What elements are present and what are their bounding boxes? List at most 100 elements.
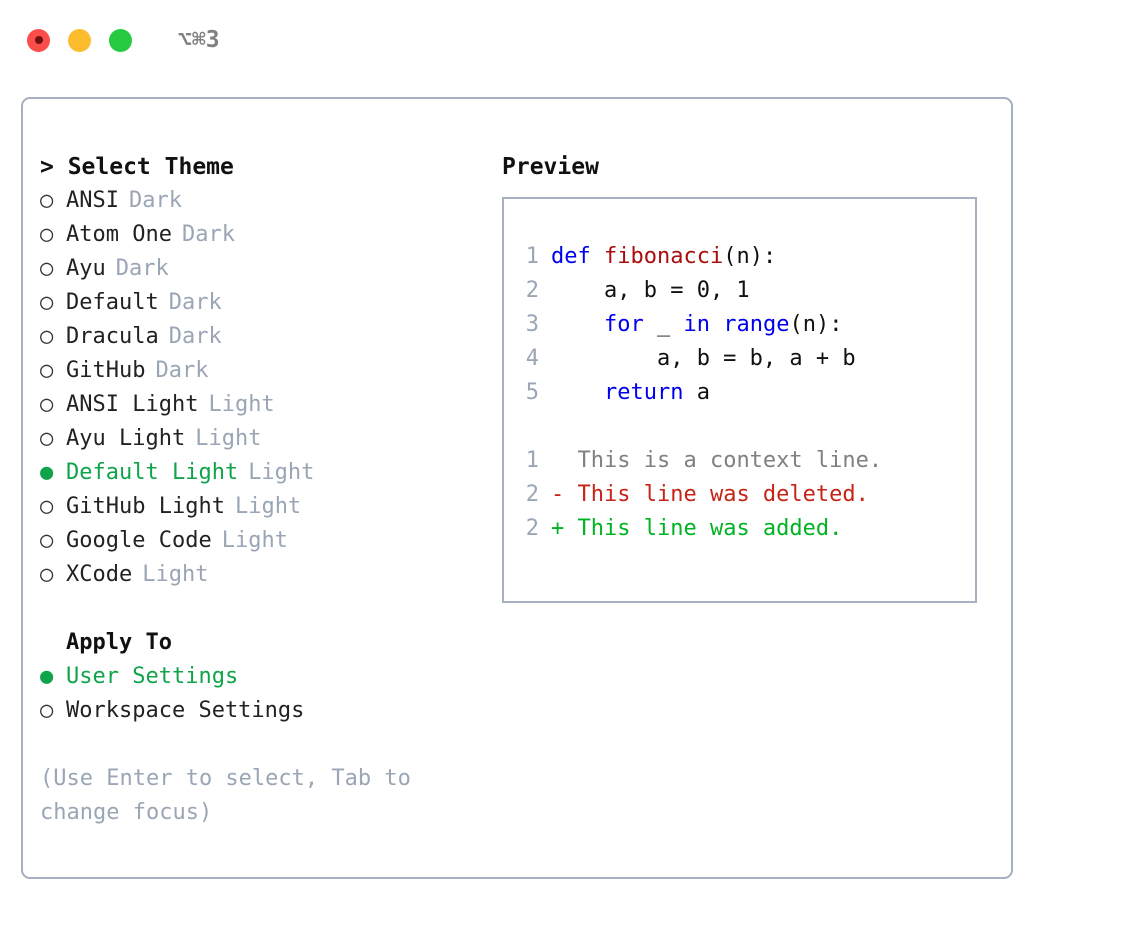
diff-line-text: This line was added.: [577, 516, 843, 541]
theme-option-ansi[interactable]: ○ ANSI Dark: [40, 184, 480, 218]
theme-option-label: Google Code: [66, 528, 212, 553]
code-token-keyword: in: [683, 312, 710, 337]
diff-marker-gap: [564, 482, 577, 507]
code-line-content: for _ in range(n):: [551, 308, 842, 342]
close-button[interactable]: [27, 28, 50, 52]
code-token-plain: a, b = b, a + b: [551, 346, 856, 371]
theme-option-label: ANSI: [66, 188, 119, 213]
diff-line-text: This line was deleted.: [577, 482, 869, 507]
theme-option-label: ANSI Light: [66, 392, 199, 417]
apply-to-option-label: User Settings: [66, 664, 239, 689]
list-spacer: [40, 592, 480, 626]
radio-unselected-icon: ○: [40, 528, 54, 553]
theme-option-tag: Dark: [168, 290, 222, 315]
apply-to-option-workspace-settings[interactable]: ○Workspace Settings: [40, 694, 480, 728]
minimize-button[interactable]: [68, 28, 91, 52]
code-line-content: a, b = b, a + b: [551, 342, 856, 376]
theme-option-tag: Dark: [181, 222, 235, 247]
code-line-content: return a: [551, 376, 710, 410]
theme-option-tag: Dark: [115, 256, 169, 281]
diff-line-context: 1 This is a context line.: [515, 444, 971, 478]
radio-unselected-icon: ○: [40, 324, 54, 349]
apply-to-option-user-settings[interactable]: ● User Settings: [40, 660, 480, 694]
diff-sample: 1 This is a context line. 2 - This line wa…: [515, 444, 971, 546]
theme-option-ansi-light[interactable]: ○ ANSI Light Light: [40, 388, 480, 422]
code-line-content: a, b = 0, 1: [551, 274, 750, 308]
diff-line-number: 2: [525, 482, 539, 507]
radio-unselected-icon: ○: [40, 188, 54, 213]
theme-option-label: Ayu: [66, 256, 106, 281]
theme-option-label: Default Light: [66, 460, 239, 485]
code-token-plain: (n):: [789, 312, 843, 337]
theme-option-label: Ayu Light: [66, 426, 186, 451]
code-line-number: 3: [525, 312, 539, 337]
window-title: ⌥⌘3: [178, 26, 220, 53]
diff-line-text: This is a context line.: [577, 448, 883, 473]
code-line: 3 for _ in range(n):: [515, 308, 971, 342]
code-token-keyword: range: [723, 312, 790, 337]
radio-unselected-icon: ○: [40, 392, 54, 417]
diff-line-number: 2: [525, 516, 539, 541]
diff-marker: [551, 448, 564, 473]
theme-option-ayu[interactable]: ○ Ayu Dark: [40, 252, 480, 286]
code-diff-spacer: [515, 410, 971, 444]
theme-option-label: Atom One: [66, 222, 172, 247]
code-token-plain: [710, 312, 723, 337]
code-line-number: 1: [525, 244, 539, 269]
radio-unselected-icon: ○: [40, 426, 54, 451]
diff-line-content: This is a context line.: [551, 444, 883, 478]
diff-line-number: 1: [525, 448, 539, 473]
help-text: (Use Enter to select, Tab to change focu…: [40, 766, 411, 825]
code-line-number: 5: [525, 380, 539, 405]
radio-unselected-icon: ○: [40, 222, 54, 247]
code-line-number: 4: [525, 346, 539, 371]
code-line-number: 2: [525, 278, 539, 303]
radio-selected-icon: ●: [40, 460, 54, 485]
code-token-plain: (n):: [723, 244, 777, 269]
theme-option-label: XCode: [66, 562, 133, 587]
theme-option-label: Dracula: [66, 324, 159, 349]
radio-selected-icon: ●: [40, 664, 54, 689]
diff-line-content: + This line was added.: [551, 512, 842, 546]
code-token-keyword: def: [551, 244, 604, 269]
diff-marker-gap: [564, 448, 577, 473]
diff-line-deleted: 2 - This line was deleted.: [515, 478, 971, 512]
maximize-button[interactable]: [109, 28, 132, 52]
theme-option-label: Default: [66, 290, 159, 315]
code-token-plain: [551, 380, 604, 405]
window-titlebar: ⌥⌘3: [0, 0, 1140, 80]
radio-unselected-icon: ○: [40, 256, 54, 281]
select-theme-heading: > Select Theme: [40, 154, 234, 180]
diff-line-content: - This line was deleted.: [551, 478, 869, 512]
theme-option-tag: Light: [208, 392, 275, 417]
code-token-keyword: return: [603, 380, 684, 405]
theme-option-tag: Light: [234, 494, 302, 519]
code-token-plain: a: [683, 380, 710, 405]
code-token-plain: a, b = 0, 1: [551, 278, 750, 303]
traffic-lights: [27, 28, 132, 52]
diff-marker: +: [551, 516, 565, 541]
diff-line-added: 2 + This line was added.: [515, 512, 971, 546]
theme-option-atom-one[interactable]: ○ Atom One Dark: [40, 218, 480, 252]
code-line: 5 return a: [515, 376, 971, 410]
theme-option-tag: Dark: [128, 188, 182, 213]
apply-to-heading: Apply To: [66, 630, 172, 655]
radio-unselected-icon: ○: [40, 358, 54, 383]
